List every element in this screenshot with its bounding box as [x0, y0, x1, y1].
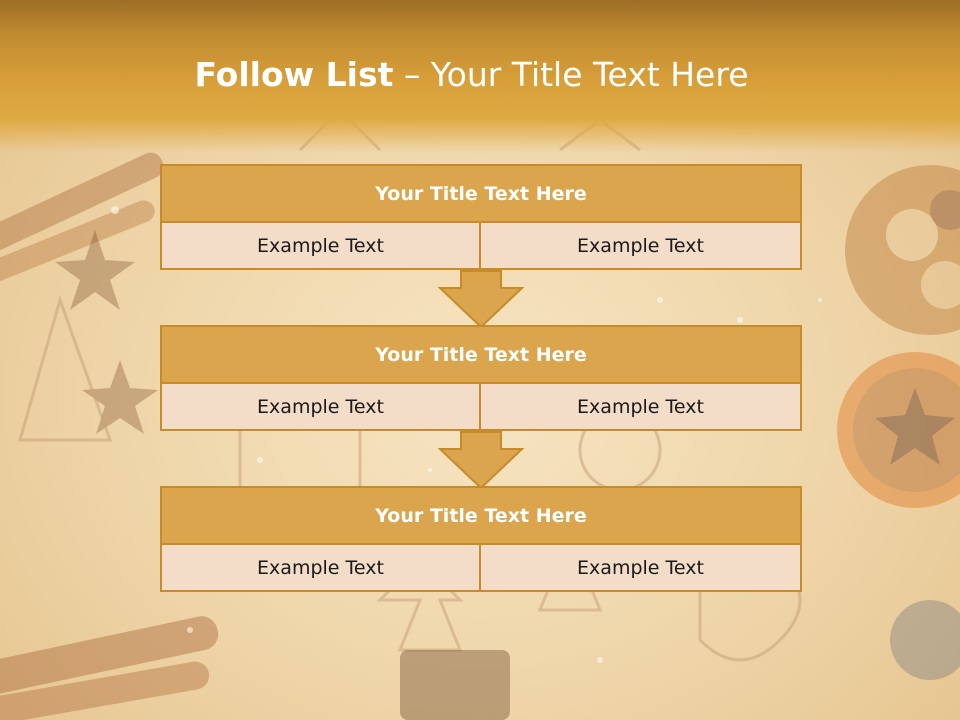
slide-title: Follow List – Your Title Text Here: [0, 52, 943, 98]
step-header-2: Your Title Text Here: [160, 325, 802, 384]
down-arrow-icon: [438, 431, 524, 489]
step-2-cell-left: Example Text: [160, 382, 481, 431]
step-1-cell-right: Example Text: [479, 221, 802, 270]
step-row-3: Example Text Example Text: [160, 543, 802, 592]
star-anise-icon: [55, 230, 158, 434]
title-band: [0, 0, 960, 152]
down-arrow-icon: [438, 270, 524, 328]
slide-title-rest: Your Title Text Here: [430, 55, 749, 94]
step-3-cell-left: Example Text: [160, 543, 481, 592]
step-row-2: Example Text Example Text: [160, 382, 802, 431]
step-3-cell-right: Example Text: [479, 543, 802, 592]
step-block-3: Your Title Text Here Example Text Exampl…: [160, 486, 802, 592]
step-block-2: Your Title Text Here Example Text Exampl…: [160, 325, 802, 431]
step-header-3: Your Title Text Here: [160, 486, 802, 545]
step-row-1: Example Text Example Text: [160, 221, 802, 270]
step-header-1: Your Title Text Here: [160, 164, 802, 223]
step-1-cell-left: Example Text: [160, 221, 481, 270]
step-block-1: Your Title Text Here Example Text Exampl…: [160, 164, 802, 270]
step-2-cell-right: Example Text: [479, 382, 802, 431]
slide-title-bold: Follow List: [194, 55, 394, 94]
slide-title-dash: –: [393, 55, 431, 94]
